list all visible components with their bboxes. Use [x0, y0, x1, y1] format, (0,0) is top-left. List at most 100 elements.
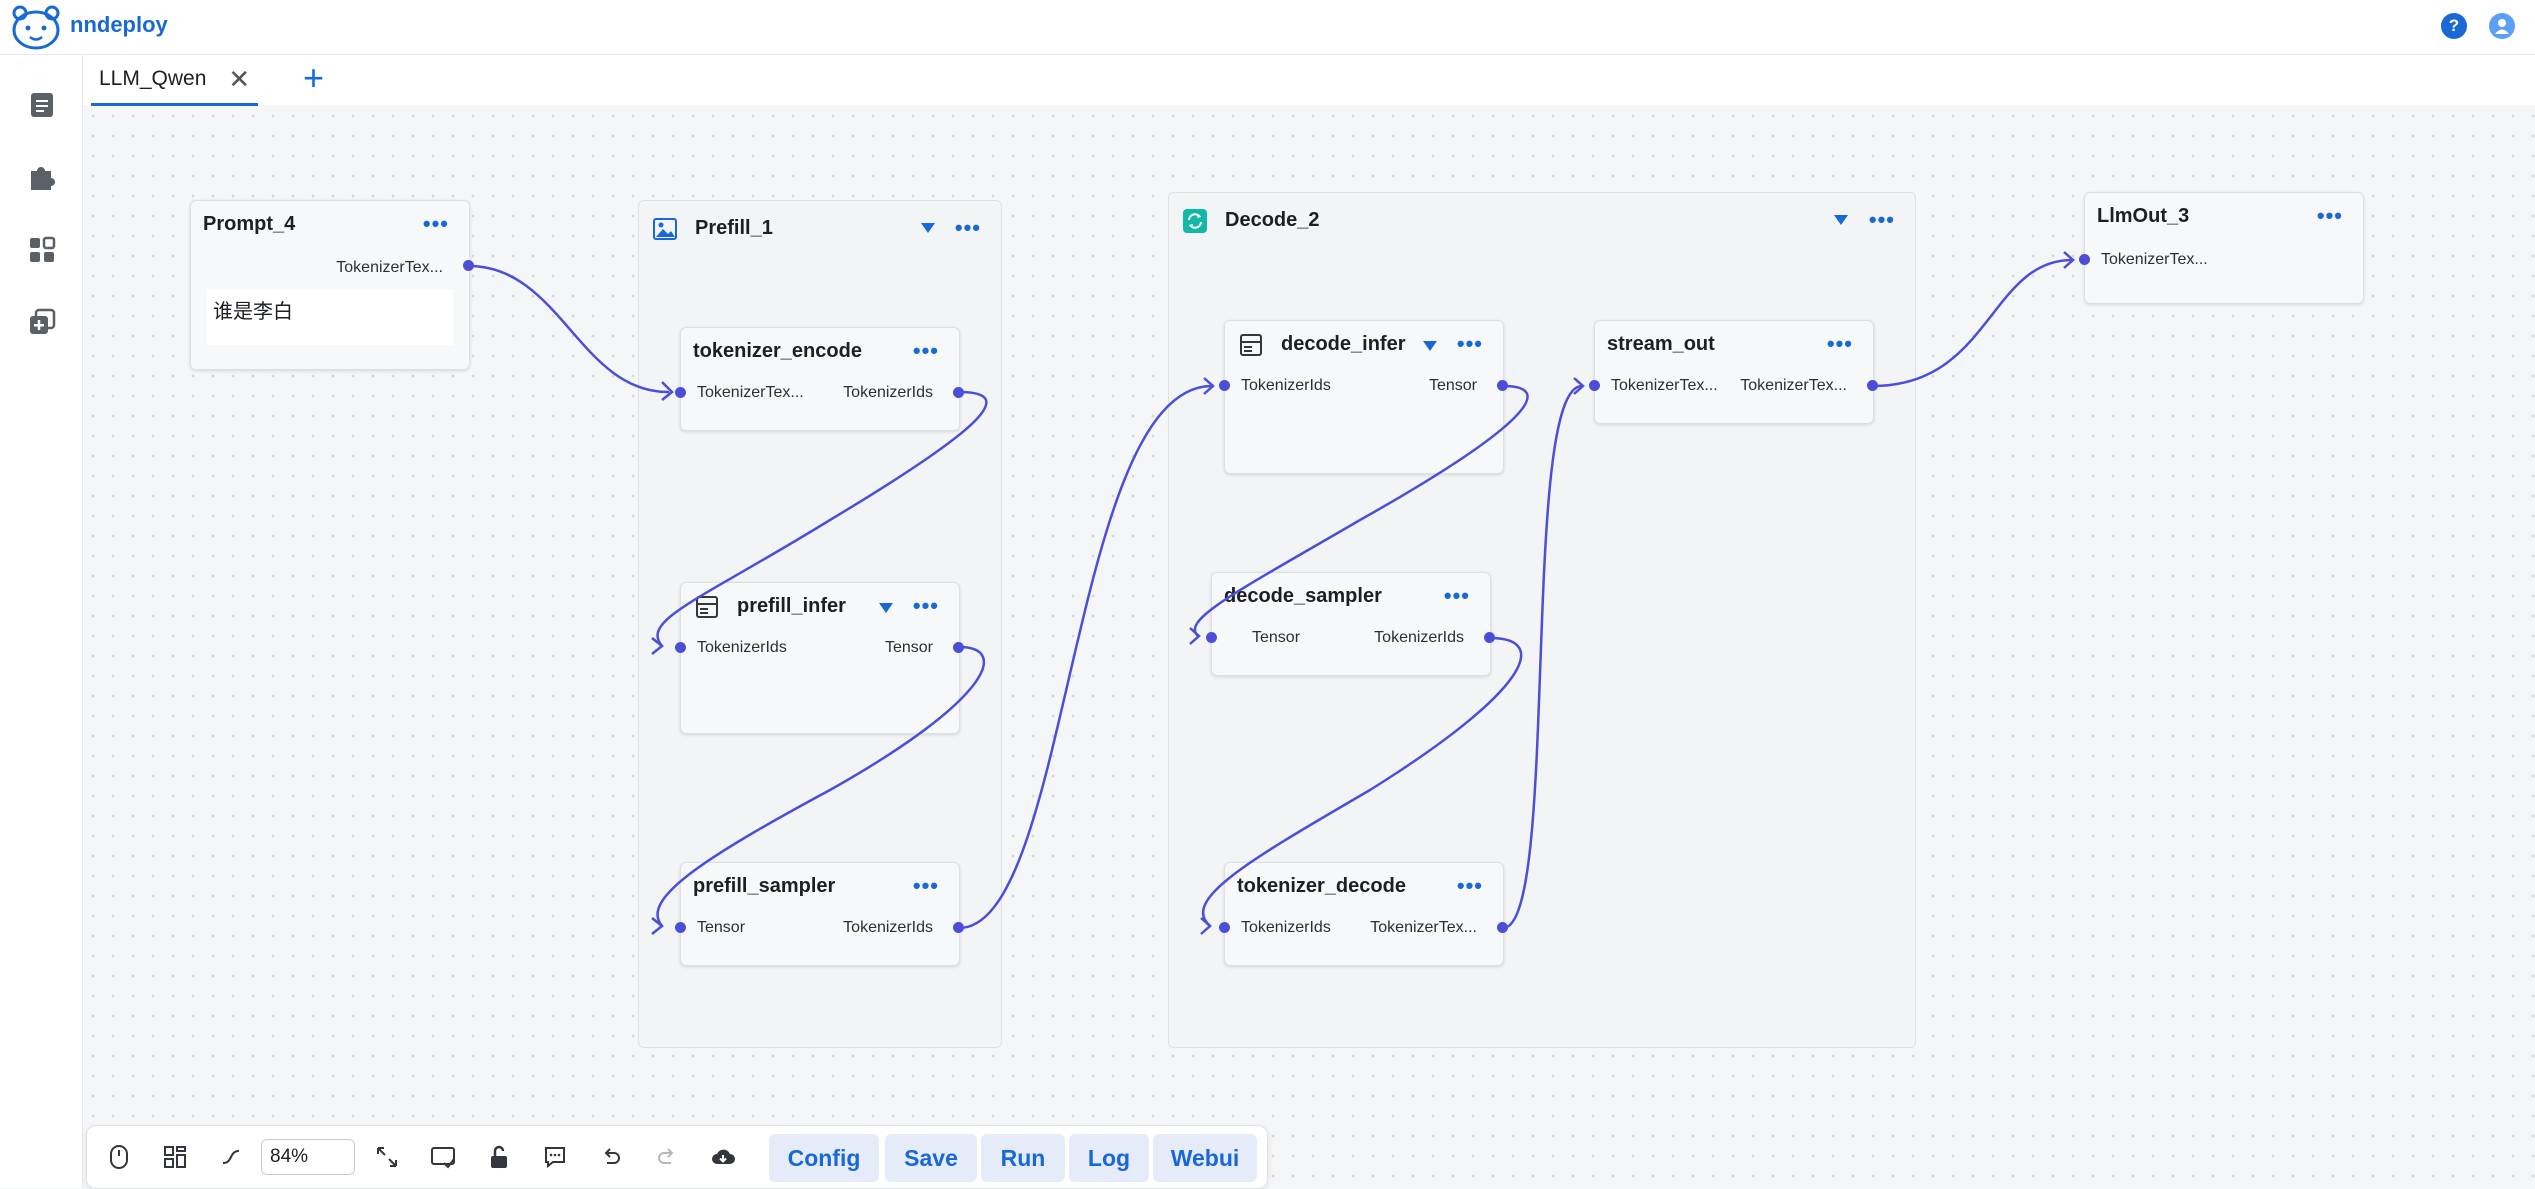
node-title: decode_infer	[1281, 333, 1406, 355]
input-port-label: TokenizerTex...	[2101, 251, 2208, 268]
table-icon	[696, 596, 718, 618]
node-title: prefill_infer	[737, 595, 846, 617]
redo-icon[interactable]	[651, 1141, 683, 1173]
add-copy-icon[interactable]	[26, 306, 58, 338]
node-llmout[interactable]: LlmOut_3 ••• TokenizerTex...	[2084, 192, 2364, 304]
collapse-icon[interactable]	[1423, 341, 1437, 351]
undo-icon[interactable]	[595, 1141, 627, 1173]
port-dot[interactable]	[1497, 922, 1508, 933]
group-title: Decode_2	[1225, 209, 1320, 231]
app-header: nndeploy ?	[0, 0, 2535, 55]
input-port-label: TokenizerIds	[1241, 919, 1331, 936]
port-dot[interactable]	[1206, 632, 1217, 643]
port-dot[interactable]	[675, 642, 686, 653]
port-dot[interactable]	[1497, 380, 1508, 391]
loop-icon	[1183, 209, 1207, 233]
output-port-label: TokenizerTex...	[1740, 377, 1847, 394]
config-button[interactable]: Config	[769, 1134, 879, 1182]
node-tokenizer-encode[interactable]: tokenizer_encode ••• TokenizerTex... Tok…	[680, 327, 960, 431]
log-button[interactable]: Log	[1069, 1134, 1149, 1182]
port-dot[interactable]	[675, 387, 686, 398]
webui-button[interactable]: Webui	[1153, 1134, 1257, 1182]
port-dot[interactable]	[953, 387, 964, 398]
more-icon[interactable]: •••	[954, 215, 981, 240]
more-icon[interactable]: •••	[912, 873, 939, 898]
brand-name[interactable]: nndeploy	[70, 12, 168, 37]
more-icon[interactable]: •••	[912, 338, 939, 363]
node-stream-out[interactable]: stream_out ••• TokenizerTex... Tokenizer…	[1594, 320, 1874, 424]
tab-label: LLM_Qwen	[99, 67, 207, 90]
output-port-label: TokenizerIds	[843, 384, 933, 401]
more-icon[interactable]: •••	[912, 593, 939, 618]
port-dot[interactable]	[953, 922, 964, 933]
run-button[interactable]: Run	[981, 1134, 1065, 1182]
output-port-label: TokenizerTex...	[336, 259, 443, 276]
port-dot[interactable]	[1589, 380, 1600, 391]
input-port-label: TokenizerTex...	[1611, 377, 1718, 394]
input-port-label: TokenizerIds	[697, 639, 787, 656]
input-port-label: TokenizerIds	[1241, 377, 1331, 394]
cloud-download-icon[interactable]	[707, 1141, 739, 1173]
comment-icon[interactable]	[539, 1141, 571, 1173]
port-dot[interactable]	[2079, 254, 2090, 265]
logo-icon[interactable]	[6, 4, 66, 52]
node-title: decode_sampler	[1224, 585, 1382, 607]
more-icon[interactable]: •••	[1456, 331, 1483, 356]
port-dot[interactable]	[953, 642, 964, 653]
node-tokenizer-decode[interactable]: tokenizer_decode ••• TokenizerIds Tokeni…	[1224, 862, 1504, 966]
output-port-label: TokenizerTex...	[1370, 919, 1477, 936]
unlock-icon[interactable]	[483, 1141, 515, 1173]
line-style-icon[interactable]	[215, 1141, 247, 1173]
table-icon	[1240, 334, 1262, 356]
help-icon[interactable]: ?	[2441, 13, 2467, 39]
puzzle-icon[interactable]	[26, 161, 58, 193]
tab-bar: LLM_Qwen ✕ +	[83, 55, 2535, 106]
input-port-label: Tensor	[697, 919, 746, 936]
input-port-label: Tensor	[1252, 629, 1301, 646]
user-avatar-icon[interactable]	[2489, 13, 2515, 39]
node-title: prefill_sampler	[693, 875, 836, 897]
add-tab-icon[interactable]: +	[303, 57, 325, 98]
more-icon[interactable]: •••	[1456, 873, 1483, 898]
node-prefill-sampler[interactable]: prefill_sampler ••• Tensor TokenizerIds	[680, 862, 960, 966]
node-decode-sampler[interactable]: decode_sampler ••• Tensor TokenizerIds	[1211, 572, 1491, 676]
more-icon[interactable]: •••	[422, 211, 449, 236]
port-dot[interactable]	[463, 260, 474, 271]
close-icon[interactable]: ✕	[228, 64, 251, 94]
grid-icon[interactable]	[26, 234, 58, 266]
mouse-icon[interactable]	[103, 1141, 135, 1173]
more-icon[interactable]: •••	[1868, 207, 1895, 232]
prompt-text-field[interactable]: 谁是李白	[207, 289, 453, 345]
node-title: Prompt_4	[203, 213, 296, 235]
more-icon[interactable]: •••	[2316, 203, 2343, 228]
tab-llm-qwen[interactable]: LLM_Qwen ✕	[91, 55, 259, 106]
output-port-label: Tensor	[884, 639, 933, 656]
collapse-icon[interactable]	[1834, 215, 1848, 225]
collapse-icon[interactable]	[879, 603, 893, 613]
more-icon[interactable]: •••	[1826, 331, 1853, 356]
node-title: stream_out	[1607, 333, 1715, 355]
node-title: LlmOut_3	[2097, 205, 2190, 227]
port-dot[interactable]	[1484, 632, 1495, 643]
port-dot[interactable]	[1867, 380, 1878, 391]
bottom-toolbar: 84% Config Save Run Log Webui	[86, 1125, 1268, 1189]
layout-icon[interactable]	[159, 1141, 191, 1173]
node-title: tokenizer_decode	[1237, 875, 1406, 897]
node-title: tokenizer_encode	[693, 340, 862, 362]
minimap-icon[interactable]	[427, 1141, 459, 1173]
document-icon[interactable]	[26, 89, 58, 121]
fit-view-icon[interactable]	[371, 1141, 403, 1173]
more-icon[interactable]: •••	[1443, 583, 1470, 608]
node-prefill-infer[interactable]: prefill_infer ••• TokenizerIds Tensor	[680, 582, 960, 734]
save-button[interactable]: Save	[885, 1134, 977, 1182]
node-decode-infer[interactable]: decode_infer ••• TokenizerIds Tensor	[1224, 320, 1504, 474]
collapse-icon[interactable]	[921, 223, 935, 233]
sidebar	[0, 55, 83, 1188]
output-port-label: TokenizerIds	[843, 919, 933, 936]
zoom-input[interactable]: 84%	[261, 1139, 355, 1175]
port-dot[interactable]	[675, 922, 686, 933]
port-dot[interactable]	[1219, 380, 1230, 391]
node-prompt[interactable]: Prompt_4 ••• TokenizerTex... 谁是李白	[190, 200, 470, 370]
port-dot[interactable]	[1219, 922, 1230, 933]
image-icon	[653, 218, 677, 240]
